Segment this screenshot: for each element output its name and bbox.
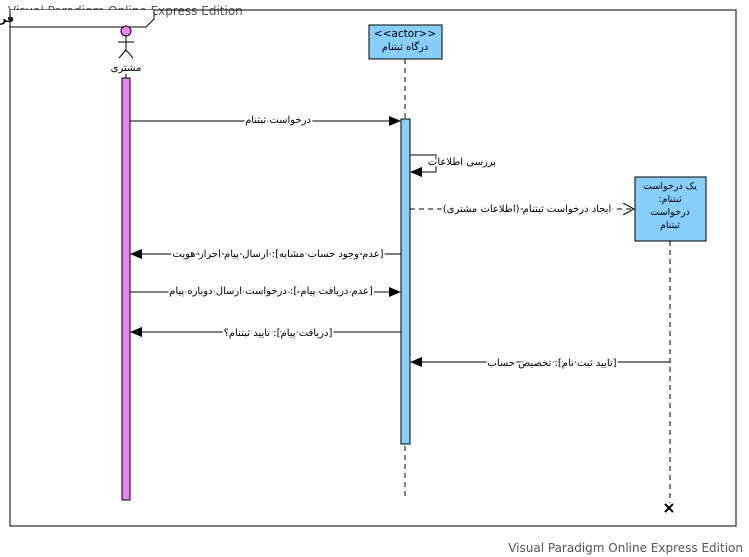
request-label-line-4: ثبتنام xyxy=(660,220,680,231)
message-2-self-arrow[interactable] xyxy=(410,154,437,177)
portal-activation-bar[interactable] xyxy=(400,118,411,445)
message-1-label: درخواست ثبتنام xyxy=(245,115,311,126)
customer-activation-bar[interactable] xyxy=(121,77,131,501)
message-2-label: بررسی اطلاعات xyxy=(428,157,496,168)
portal-stereotype: <<actor>> xyxy=(374,28,436,40)
message-3-label: ایجاد درخواست ثبتنام (اطلاعات مشتری) xyxy=(443,204,612,215)
customer-label: مشتری xyxy=(111,63,142,74)
message-6-label: [دریافت پیام]: تایید ثبتنام؟ xyxy=(224,328,333,339)
message-5-label: [عدم دریافت پیام ]: درخواست ارسال دوباره… xyxy=(169,286,373,297)
request-label-line-2: ثبتنام: xyxy=(658,194,682,205)
portal-lifeline-head[interactable]: <<actor>> درگاه ثبتنام xyxy=(368,24,443,60)
request-label-line-3: درخواست xyxy=(650,207,690,218)
portal-label: درگاه ثبتنام xyxy=(382,41,429,53)
frame-border xyxy=(9,9,737,527)
watermark-bottom: Visual Paradigm Online Express Edition xyxy=(508,541,743,555)
stick-figure-actor-icon xyxy=(118,25,134,59)
message-4-label: [عدم وجود حساب مشابه]: ارسال پیام احراز … xyxy=(173,249,384,260)
message-7-label: [تایید ثبت نام]: تخصیص حساب xyxy=(487,358,616,369)
request-label-line-1: یک درخواست xyxy=(643,181,697,192)
frame-label: sd فرآیند ثبتنام مشتری xyxy=(0,11,14,25)
request-object[interactable]: یک درخواست ثبتنام: درخواست ثبتنام xyxy=(634,176,707,242)
destroy-x-icon xyxy=(664,503,674,513)
customer-actor[interactable]: مشتری xyxy=(111,25,142,74)
frame-label-tab xyxy=(9,10,155,28)
